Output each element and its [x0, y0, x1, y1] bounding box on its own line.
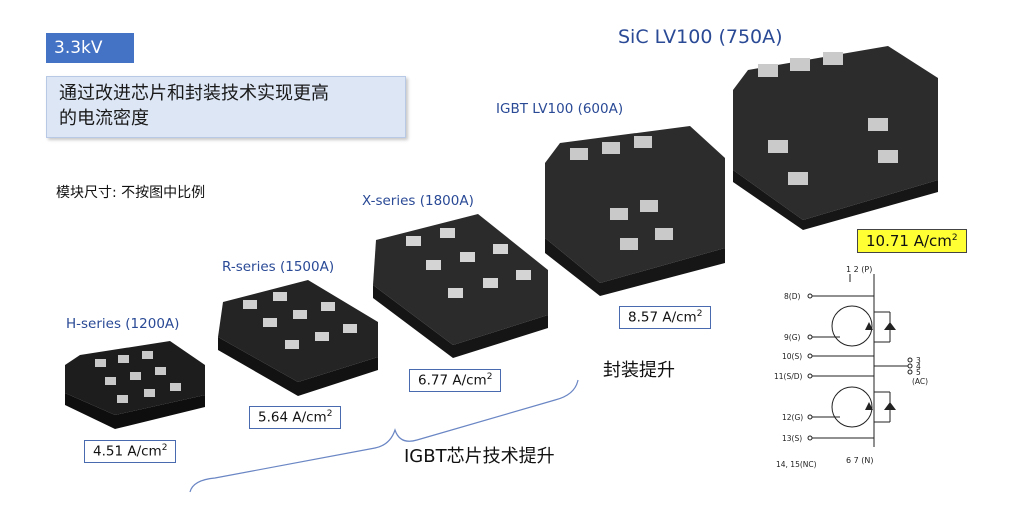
x-series-density-exp: 2	[486, 372, 493, 382]
circuit-pin-11: 11(S/D)	[774, 372, 803, 381]
circuit-pin-3: 3	[916, 356, 921, 365]
x-series-label: X-series (1800A)	[362, 193, 474, 209]
subtitle-line-1: 通过改进芯片和封装技术实现更高	[59, 83, 329, 104]
circuit-bottom-pins: 6 7 (N)	[846, 456, 874, 465]
r-series-label: R-series (1500A)	[222, 259, 335, 275]
r-series-density-value: 5.64 A/cm	[258, 409, 327, 426]
r-series-module-image	[218, 280, 378, 396]
sic-circuit-diagram: 1 2 (P) 6 7 (N) 8(D) 9(G) 10(S) 11(S/D) …	[774, 265, 928, 469]
h-series-module-image	[65, 341, 205, 429]
chip-improvement-brace	[189, 379, 579, 493]
igbt-lv100-density-exp: 2	[696, 309, 703, 319]
sic-lv100-density-box: 10.71 A/cm2	[857, 229, 967, 253]
subtitle-line-2: 的电流密度	[59, 108, 149, 129]
h-series-density-value: 4.51 A/cm	[93, 443, 162, 460]
circuit-top-pins: 1 2 (P)	[846, 265, 872, 274]
x-series-density-box: 6.77 A/cm2	[409, 369, 502, 392]
circuit-pin-14-15: 14, 15(NC)	[776, 460, 817, 469]
h-series-label: H-series (1200A)	[66, 316, 180, 332]
voltage-badge: 3.3kV	[46, 33, 134, 63]
x-series-density-value: 6.77 A/cm	[418, 372, 487, 389]
sic-lv100-density-exp: 2	[951, 233, 958, 243]
circuit-pin-13: 13(S)	[782, 434, 802, 443]
sic-lv100-label: SiC LV100 (750A)	[618, 26, 783, 48]
circuit-pin-ac: (AC)	[912, 377, 928, 386]
circuit-pin-12: 12(G)	[782, 413, 803, 422]
igbt-lv100-density-box: 8.57 A/cm2	[619, 306, 712, 329]
igbt-lv100-module-image	[545, 126, 725, 296]
r-series-density-exp: 2	[326, 409, 333, 419]
igbt-lv100-label: IGBT LV100 (600A)	[496, 101, 624, 117]
sic-lv100-module-image	[733, 46, 938, 230]
r-series-density-box: 5.64 A/cm2	[249, 406, 342, 429]
x-series-module-image	[373, 214, 548, 358]
circuit-pin-10: 10(S)	[782, 352, 802, 361]
circuit-pin-5: 5	[916, 368, 921, 377]
size-note: 模块尺寸: 不按图中比例	[56, 185, 206, 201]
h-series-density-exp: 2	[161, 443, 168, 453]
package-improvement-label: 封装提升	[603, 360, 675, 381]
subtitle-box: 通过改进芯片和封装技术实现更高 的电流密度	[46, 76, 406, 138]
igbt-lv100-density-value: 8.57 A/cm	[628, 309, 697, 326]
chip-improvement-label: IGBT芯片技术提升	[404, 446, 555, 467]
circuit-pin-9: 9(G)	[784, 333, 801, 342]
h-series-density-box: 4.51 A/cm2	[84, 440, 177, 463]
sic-lv100-density-value: 10.71 A/cm	[866, 232, 952, 250]
circuit-pin-8: 8(D)	[784, 292, 800, 301]
circuit-pin-4: 4	[916, 362, 921, 371]
